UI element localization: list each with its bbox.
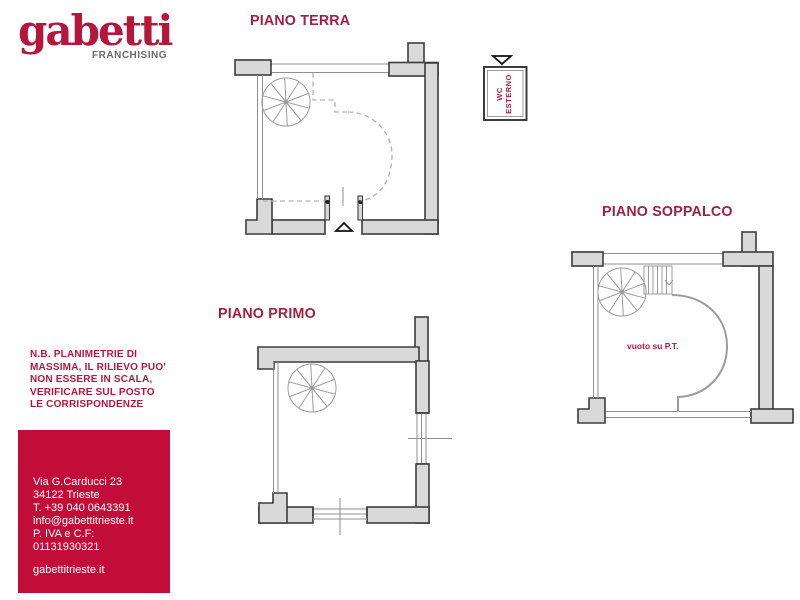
plan-title-terra: PIANO TERRA <box>250 12 351 29</box>
right-wall <box>424 62 439 235</box>
wc-outer-wall <box>483 66 528 121</box>
top-wall <box>257 346 420 370</box>
plan-title-primo: PIANO PRIMO <box>218 305 316 322</box>
contact-email: info@gabettitrieste.it <box>33 515 134 527</box>
wc-esterno-drawing <box>483 55 528 121</box>
mezzanine-dashed-outline <box>312 73 348 113</box>
entry-niche-wall <box>357 195 364 221</box>
contact-phone: T. +39 040 0643391 <box>33 502 131 514</box>
contact-address-line2: 34122 Trieste <box>33 489 100 501</box>
entrance-arrow-icon <box>333 221 355 232</box>
wc-esterno-label: WC ESTERNO <box>495 74 513 114</box>
brand-subtitle: FRANCHISING <box>92 50 167 62</box>
floor-plan-soppalco: vuoto su P.T. <box>565 225 795 430</box>
wall-block <box>234 59 272 76</box>
spiral-staircase-icon <box>597 267 647 317</box>
door-post-dot <box>325 200 330 204</box>
spiral-staircase-icon <box>287 363 337 413</box>
spiral-staircase-icon <box>261 77 311 127</box>
corner-pillar <box>750 408 794 424</box>
floor-plan-terra <box>230 40 470 240</box>
corner-pillar <box>245 198 273 235</box>
entrance-arrow-icon <box>490 55 514 66</box>
mezzanine-edge-curve <box>671 294 729 412</box>
plan-title-soppalco: PIANO SOPPALCO <box>602 203 733 220</box>
wc-esterno-box: WC ESTERNO <box>483 53 528 123</box>
brand-wordmark: gabetti <box>18 6 173 55</box>
floor-plan-primo <box>230 315 460 550</box>
disclaimer-note: N.B. PLANIMETRIE DI MASSIMA, IL RILIEVO … <box>30 349 166 410</box>
right-wall <box>758 265 774 414</box>
entry-niche-wall <box>324 195 331 221</box>
wall-block <box>571 251 604 267</box>
void-annotation: vuoto su P.T. <box>627 341 679 351</box>
right-wall-upper <box>415 360 430 414</box>
floor-plan-terra-drawing <box>234 42 439 235</box>
contact-address-line1: Via G.Carducci 23 <box>33 476 123 488</box>
contact-website: gabettitrieste.it <box>33 564 105 576</box>
wall-block <box>722 251 774 267</box>
wc-inner-wall <box>487 70 524 117</box>
stair-direction-arrow-icon <box>664 279 674 286</box>
bottom-wall <box>361 219 439 235</box>
corner-pillar <box>258 492 288 524</box>
floor-plan-primo-drawing <box>257 316 452 535</box>
bottom-wall <box>366 506 430 524</box>
mezzanine-dashed-curve <box>347 111 393 202</box>
brand-logo: gabetti FRANCHISING <box>18 6 173 62</box>
floor-plan-soppalco-drawing <box>571 231 794 424</box>
contact-box: Via G.Carducci 23 34122 Trieste T. +39 0… <box>18 430 170 593</box>
corner-pillar <box>577 397 606 424</box>
bottom-wall <box>271 219 326 235</box>
contact-vat: P. IVA e C.F: 01131930321 <box>33 528 100 553</box>
